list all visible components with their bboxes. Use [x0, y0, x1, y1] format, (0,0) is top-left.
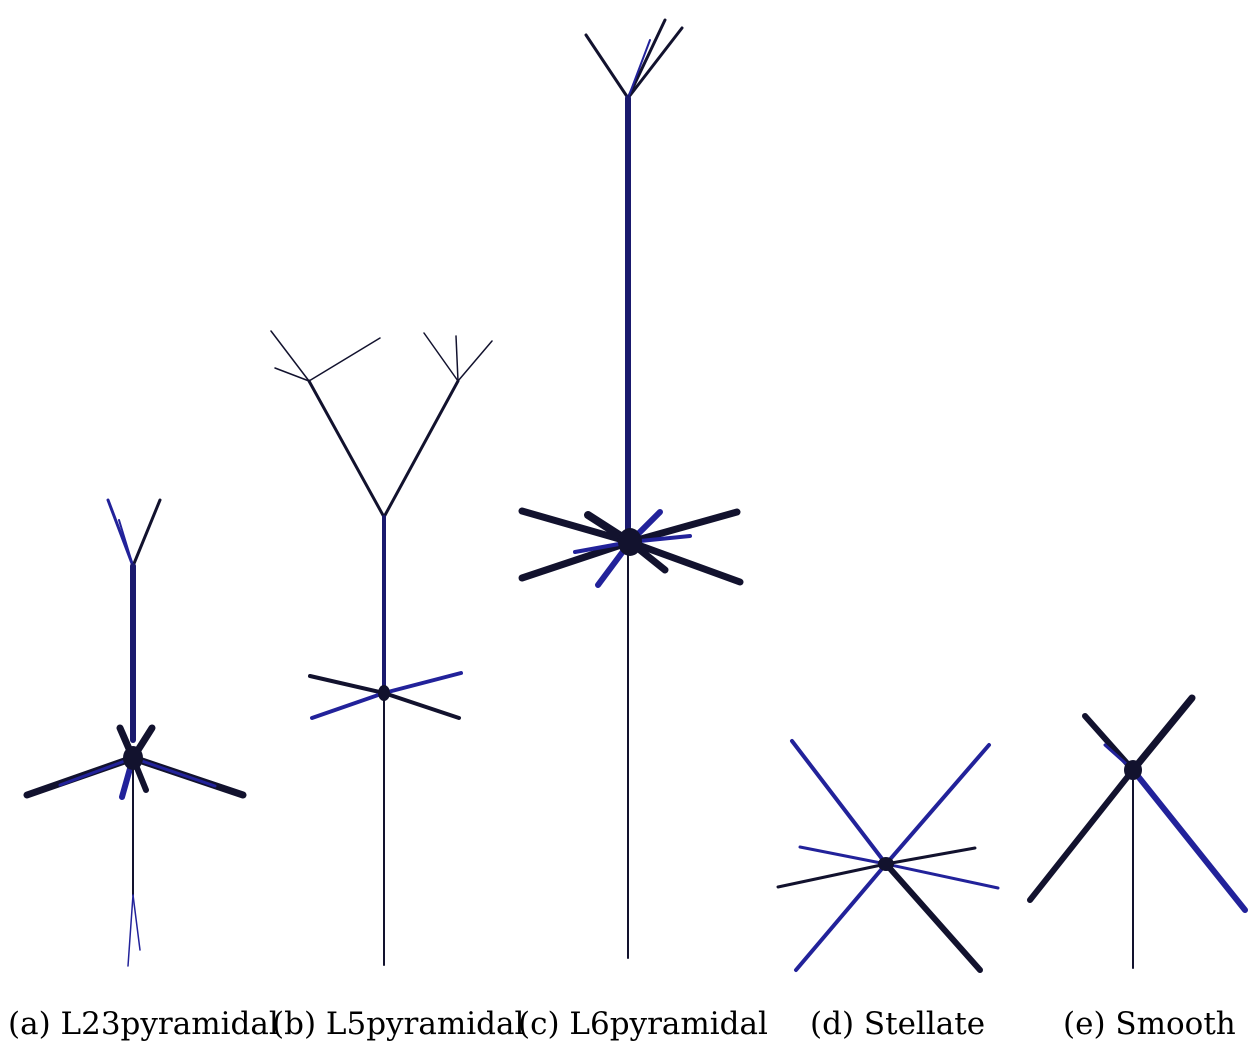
dendrite: [1133, 698, 1192, 770]
basal-dendrite: [312, 693, 384, 718]
apical-tuft-branch: [424, 333, 458, 381]
neuron-smooth: [1030, 698, 1245, 968]
basal-dendrite: [310, 676, 384, 693]
basal-dendrite: [60, 758, 133, 785]
apical-branch: [384, 381, 458, 517]
soma: [618, 528, 642, 556]
apical-tuft-branch: [133, 500, 160, 566]
dendrite: [1133, 770, 1245, 910]
soma: [878, 857, 894, 871]
neuron-l5pyramidal: [271, 331, 492, 965]
neuron-l6pyramidal: [522, 20, 740, 958]
apical-tuft-branch: [586, 35, 628, 98]
basal-dendrite: [384, 693, 459, 718]
basal-dendrite: [630, 542, 740, 582]
apical-tuft-branch: [119, 520, 133, 566]
basal-dendrite: [522, 511, 630, 542]
caption-l23pyramidal: (a) L23pyramidal: [8, 1006, 279, 1042]
apical-tuft-branch: [628, 40, 650, 98]
axon-branch: [128, 895, 133, 966]
neuron-stellate: [778, 741, 998, 970]
apical-branch: [309, 381, 384, 517]
dendrite: [1030, 770, 1133, 900]
apical-tuft-branch: [458, 341, 492, 381]
apical-tuft-branch: [456, 336, 458, 381]
soma: [378, 685, 390, 701]
apical-tuft-branch: [309, 338, 380, 381]
caption-smooth: (e) Smooth: [1063, 1006, 1236, 1042]
soma: [1124, 760, 1142, 780]
caption-stellate: (d) Stellate: [810, 1006, 985, 1042]
basal-dendrite: [384, 673, 461, 693]
dendrite: [886, 745, 989, 864]
axon-branch: [133, 895, 140, 950]
caption-l5pyramidal: (b) L5pyramidal: [272, 1006, 524, 1042]
dendrite: [792, 741, 886, 864]
neuron-l23pyramidal: [27, 500, 243, 966]
soma: [123, 746, 143, 770]
caption-l6pyramidal: (c) L6pyramidal: [518, 1006, 768, 1042]
